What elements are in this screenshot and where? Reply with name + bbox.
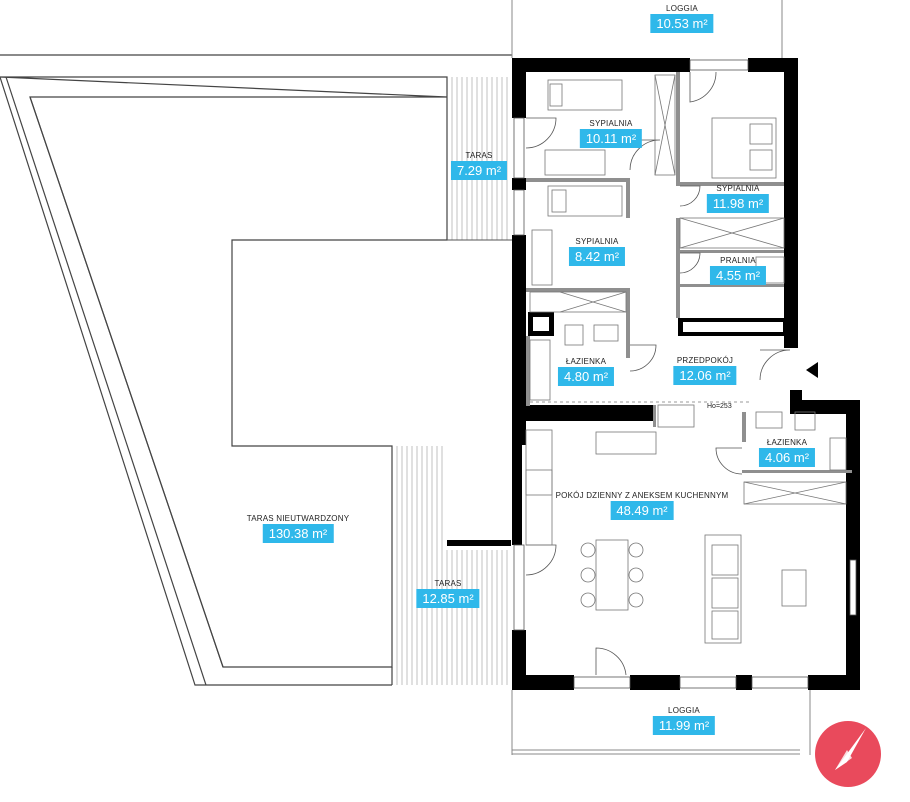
room-name: LOGGIA	[668, 706, 700, 715]
room-lazienka-2: ŁAZIENKA 4.06 m²	[758, 438, 816, 467]
room-name: TARAS	[434, 579, 462, 588]
room-name: SYPIALNIA	[575, 237, 619, 246]
loggia-bottom-area	[511, 690, 811, 755]
room-area: 10.11 m²	[579, 129, 643, 148]
entrance-arrow-icon	[806, 362, 818, 378]
room-area: 4.80 m²	[557, 367, 615, 386]
room-area: 8.42 m²	[568, 247, 626, 266]
windows	[513, 59, 857, 689]
room-przedpokoj: PRZEDPOKÓJ 12.06 m²	[673, 356, 737, 385]
room-name: SYPIALNIA	[589, 119, 633, 128]
room-name: POKÓJ DZIENNY Z ANEKSEM KUCHENNYM	[555, 491, 729, 500]
room-name: TARAS	[465, 151, 493, 160]
exterior-walls	[512, 58, 860, 690]
terrace-outline	[0, 54, 512, 686]
room-area: 4.06 m²	[758, 448, 816, 467]
room-name: SYPIALNIA	[716, 184, 760, 193]
room-area: 12.06 m²	[673, 366, 737, 385]
room-taras-top: TARAS 7.29 m²	[450, 151, 508, 180]
room-area: 10.53 m²	[650, 14, 714, 33]
room-name: PRALNIA	[720, 256, 756, 265]
room-area: 11.99 m²	[652, 716, 716, 735]
interior-walls	[526, 72, 852, 473]
room-pralnia: PRALNIA 4.55 m²	[709, 256, 767, 285]
room-area: 11.98 m²	[706, 194, 770, 213]
room-area: 12.85 m²	[416, 589, 480, 608]
room-taras-bottom: TARAS 12.85 m²	[416, 579, 480, 608]
room-area: 130.38 m²	[262, 524, 334, 543]
room-area: 48.49 m²	[610, 501, 674, 520]
room-area: 4.55 m²	[709, 266, 767, 285]
ceiling-height-note: Ho=253	[707, 403, 732, 410]
room-name: ŁAZIENKA	[766, 438, 808, 447]
room-sypialnia-2: SYPIALNIA 11.98 m²	[706, 184, 770, 213]
room-name: ŁAZIENKA	[565, 357, 607, 366]
room-name: LOGGIA	[666, 4, 698, 13]
compass-icon	[815, 721, 881, 787]
room-area: 7.29 m²	[450, 161, 508, 180]
room-loggia-top: LOGGIA 10.53 m²	[650, 4, 714, 33]
room-pokoj-dzienny: POKÓJ DZIENNY Z ANEKSEM KUCHENNYM 48.49 …	[556, 491, 729, 520]
room-lazienka-1: ŁAZIENKA 4.80 m²	[557, 357, 615, 386]
furniture	[525, 74, 847, 644]
loggia-top-area	[511, 0, 783, 58]
room-name: TARAS NIEUTWARDZONY	[246, 514, 350, 523]
taras-top-slats	[447, 77, 512, 241]
room-sypialnia-1: SYPIALNIA 10.11 m²	[579, 119, 643, 148]
room-taras-nieutwardzony: TARAS NIEUTWARDZONY 130.38 m²	[247, 514, 349, 543]
room-name: PRZEDPOKÓJ	[676, 356, 734, 365]
room-sypialnia-3: SYPIALNIA 8.42 m²	[568, 237, 626, 266]
taras-bottom-slats	[396, 446, 511, 685]
doors	[525, 71, 791, 676]
room-loggia-bottom: LOGGIA 11.99 m²	[652, 706, 716, 735]
